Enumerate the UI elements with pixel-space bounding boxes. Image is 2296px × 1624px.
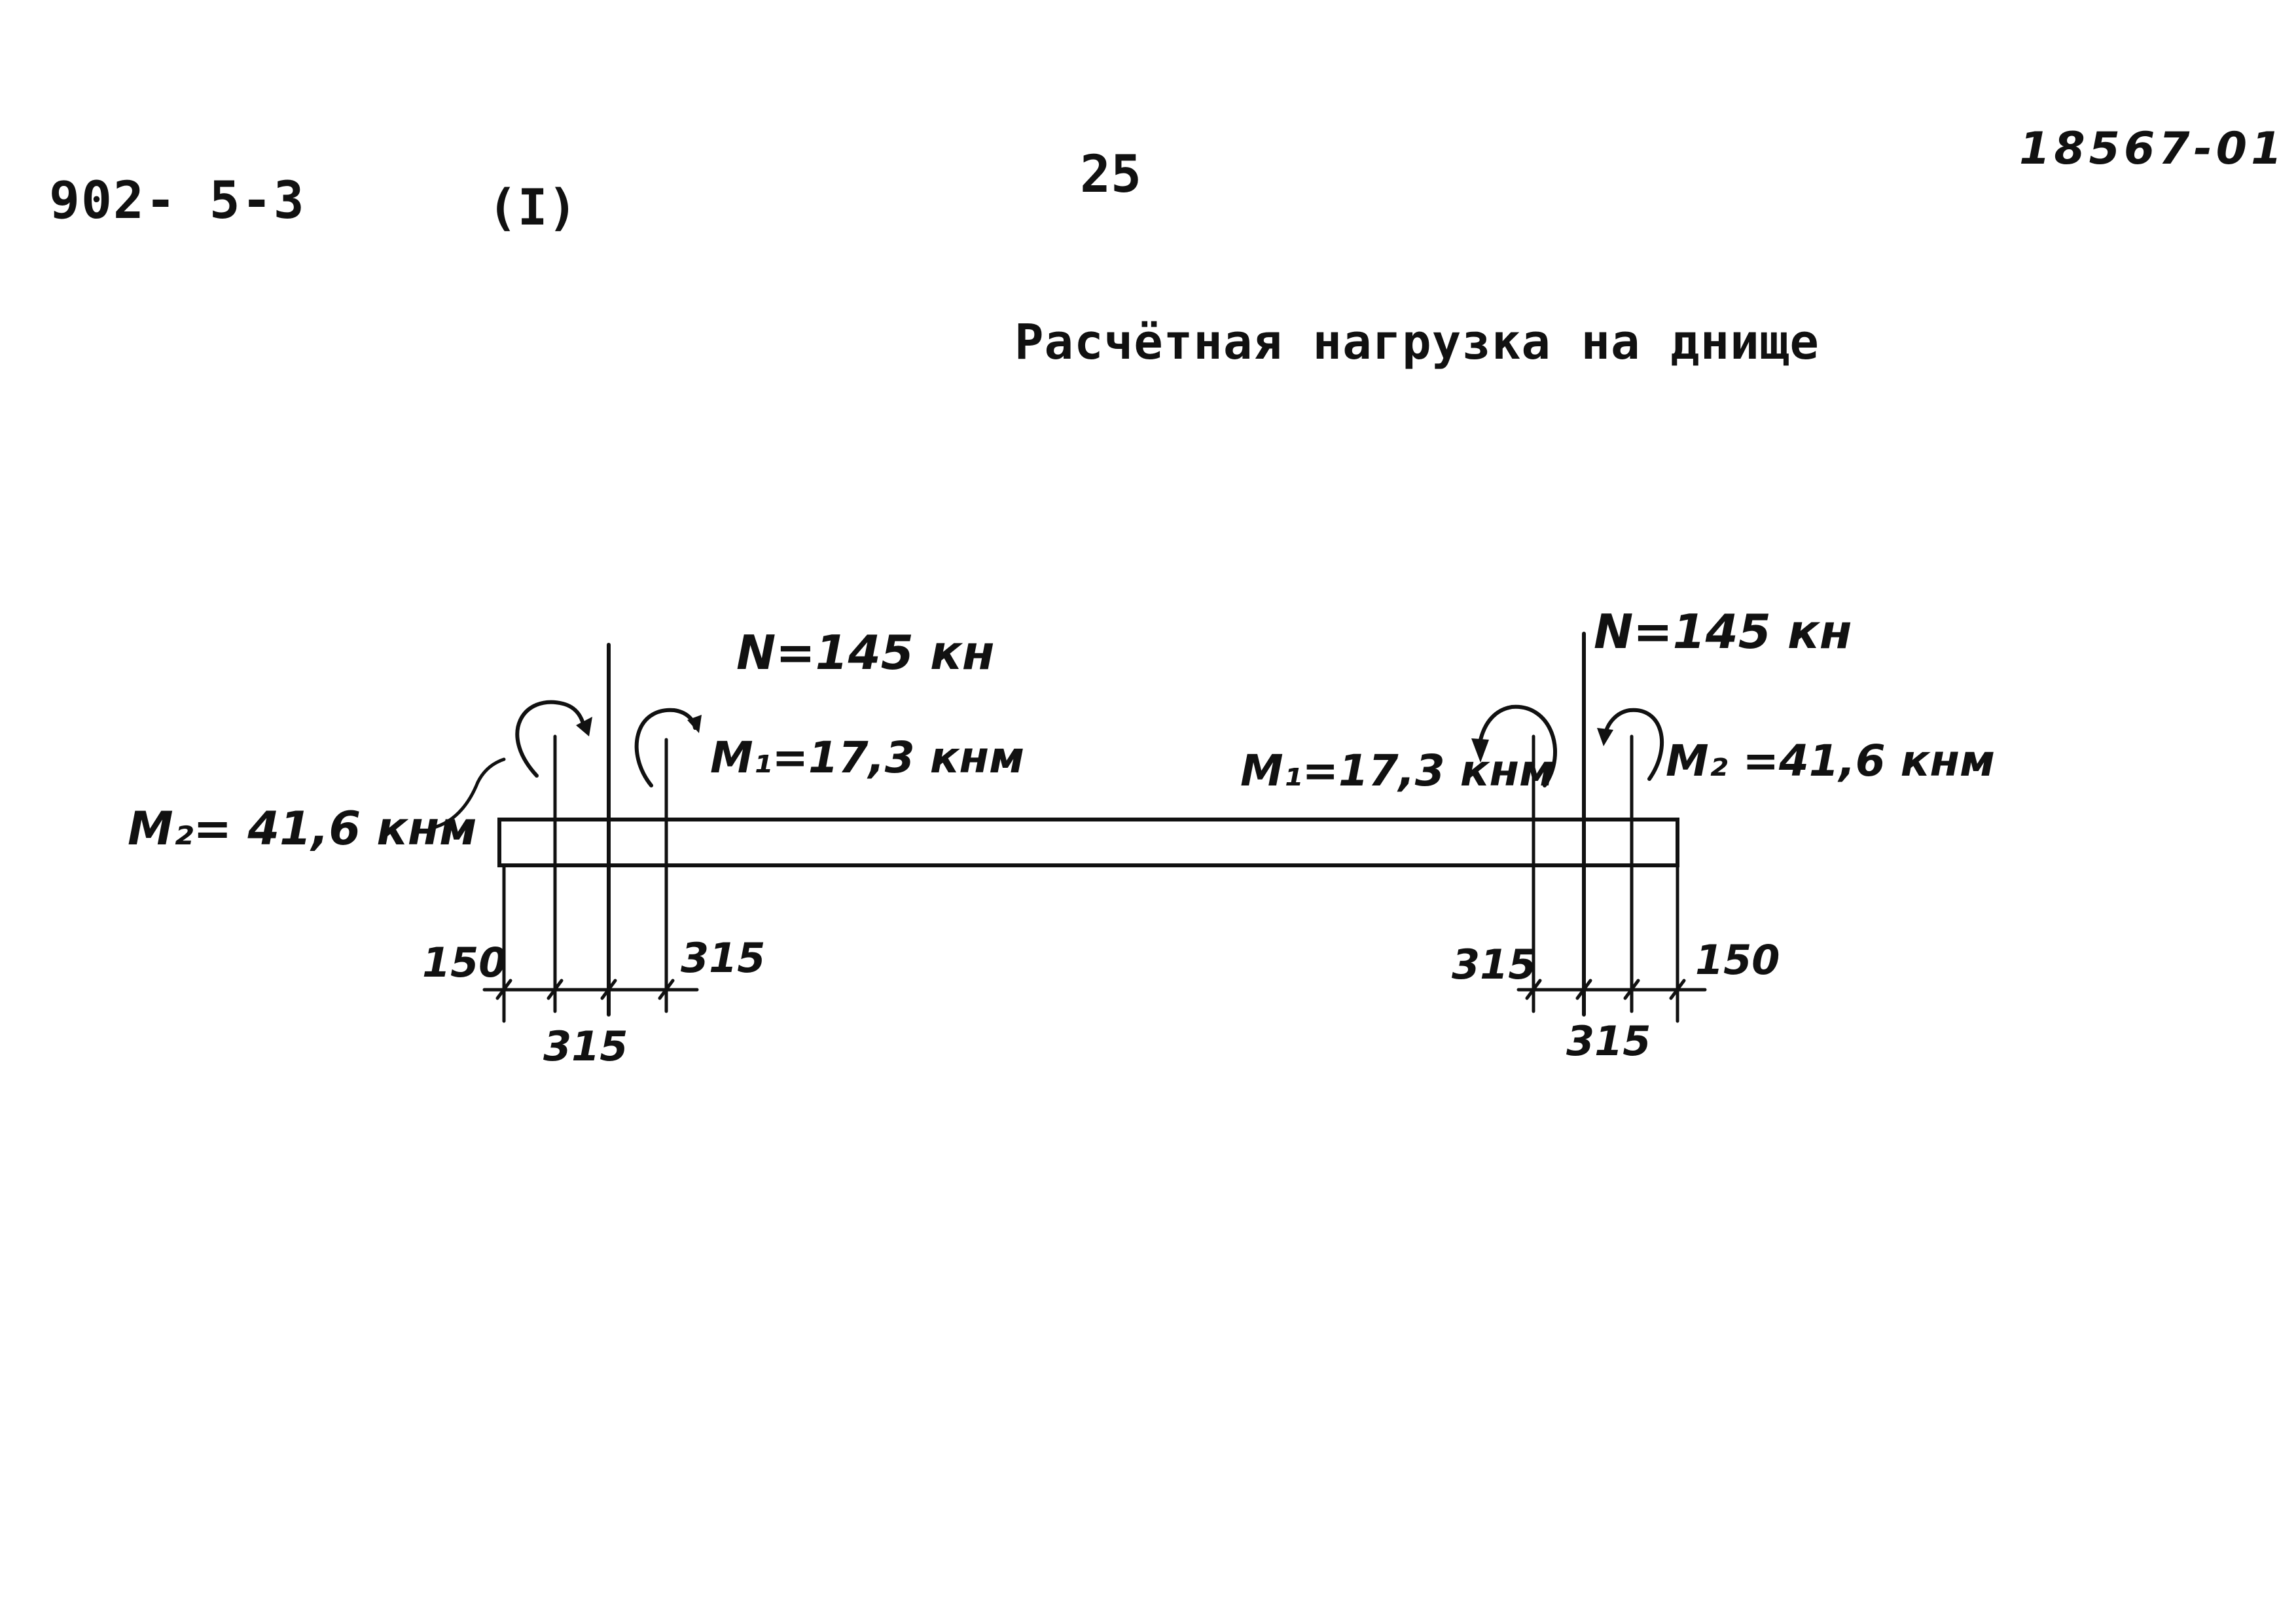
left-dim-150: 150 [422, 939, 507, 986]
sheet-variant: (I) [488, 178, 578, 236]
left-moment2-label: M₂= 41,6 кнм [128, 802, 477, 856]
slab [497, 818, 1679, 867]
right-m2-arrowhead [1597, 728, 1613, 746]
left-m2-arc [515, 700, 586, 778]
sheet-id: 18567-01 [2019, 123, 2286, 175]
left-m2-leader [430, 757, 506, 830]
right-force-label: N=145 кн [1594, 604, 1852, 659]
left-force-label: N=145 кн [736, 625, 995, 680]
left-m2-arrowhead [576, 717, 592, 736]
right-dim-315-top: 315 [1452, 941, 1536, 988]
page-number: 25 [1080, 145, 1141, 204]
right-dim-315-bottom: 315 [1566, 1017, 1651, 1065]
right-m2-arc [1603, 708, 1664, 781]
left-m1-arc [634, 708, 697, 787]
left-support-group: N=145 кн M₁=17,3 кнм M₂= 41,6 кнм 150 31… [128, 625, 1024, 1070]
diagram-title: Расчётная нагрузка на днище [1014, 314, 1820, 370]
right-moment2-label: M₂ =41,6 кнм [1666, 736, 1995, 786]
left-moment1-label: M₁=17,3 кнм [710, 732, 1024, 783]
right-m1-arrowhead [1471, 738, 1489, 763]
right-dim-150: 150 [1695, 936, 1780, 984]
right-moment1-label: M₁=17,3 кнм [1240, 746, 1554, 796]
left-dim-315-bottom: 315 [543, 1022, 628, 1070]
right-support-group: N=145 кн M₁=17,3 кнм M₂ =41,6 кнм 315 31… [1240, 604, 1995, 1065]
left-m1-arrowhead [687, 715, 702, 733]
document-code: 902- 5-3 [49, 171, 306, 230]
right-m1-arc [1477, 704, 1557, 787]
left-dim-315-top: 315 [681, 934, 765, 982]
